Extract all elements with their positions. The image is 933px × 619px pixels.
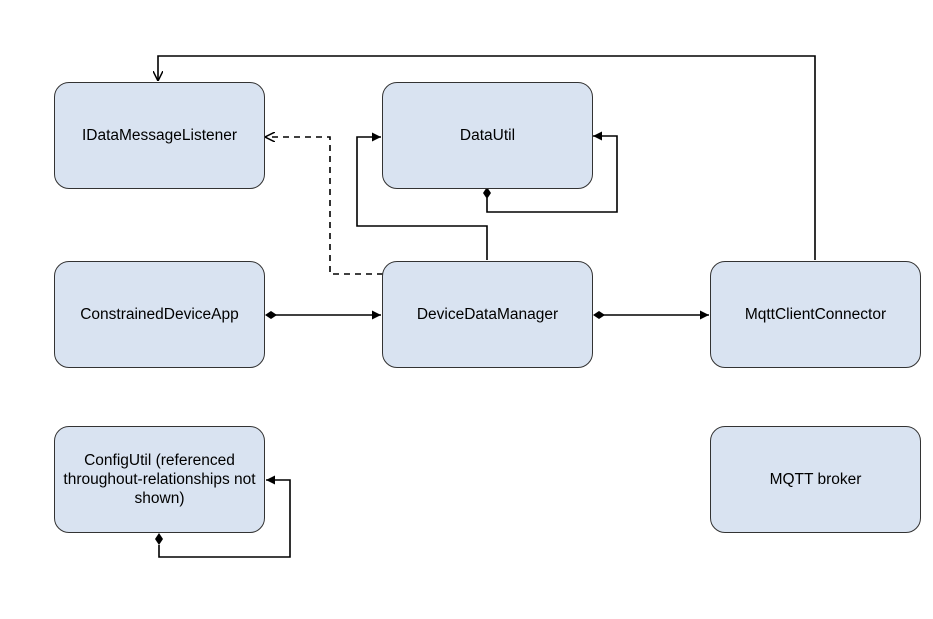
node-label: DeviceDataManager	[416, 306, 559, 323]
node-label: MqttClientConnector	[744, 306, 887, 323]
node-label: ConstrainedDeviceApp	[80, 306, 239, 323]
edge-datautil-self	[486, 131, 618, 213]
node-configutil: ConfigUtil (referenced throughout-relati…	[54, 426, 265, 533]
node-mqttclientconnector: MqttClientConnector	[710, 261, 921, 368]
diamond-app	[265, 311, 277, 319]
node-idatamessagelistener: IDataMessageListener	[54, 82, 265, 189]
node-label: MQTT broker	[769, 471, 862, 488]
node-label: DataUtil	[459, 127, 516, 144]
node-label: ConfigUtil (referenced throughout-relati…	[63, 452, 256, 507]
diamond-config	[155, 533, 163, 545]
edge-manager-to-datautil	[356, 132, 488, 260]
diamond-manager	[593, 311, 605, 319]
node-devicedatamanager: DeviceDataManager	[382, 261, 593, 368]
edge-manager-to-listener-dashed	[265, 137, 383, 275]
edge-mqtt-to-listener	[158, 55, 816, 260]
diamond-datautil	[483, 187, 491, 199]
node-datautil: DataUtil	[382, 82, 593, 189]
edge-config-self	[158, 475, 291, 558]
node-mqtt-broker: MQTT broker	[710, 426, 921, 533]
node-constraineddeviceapp: ConstrainedDeviceApp	[54, 261, 265, 368]
node-label: IDataMessageListener	[81, 127, 238, 144]
